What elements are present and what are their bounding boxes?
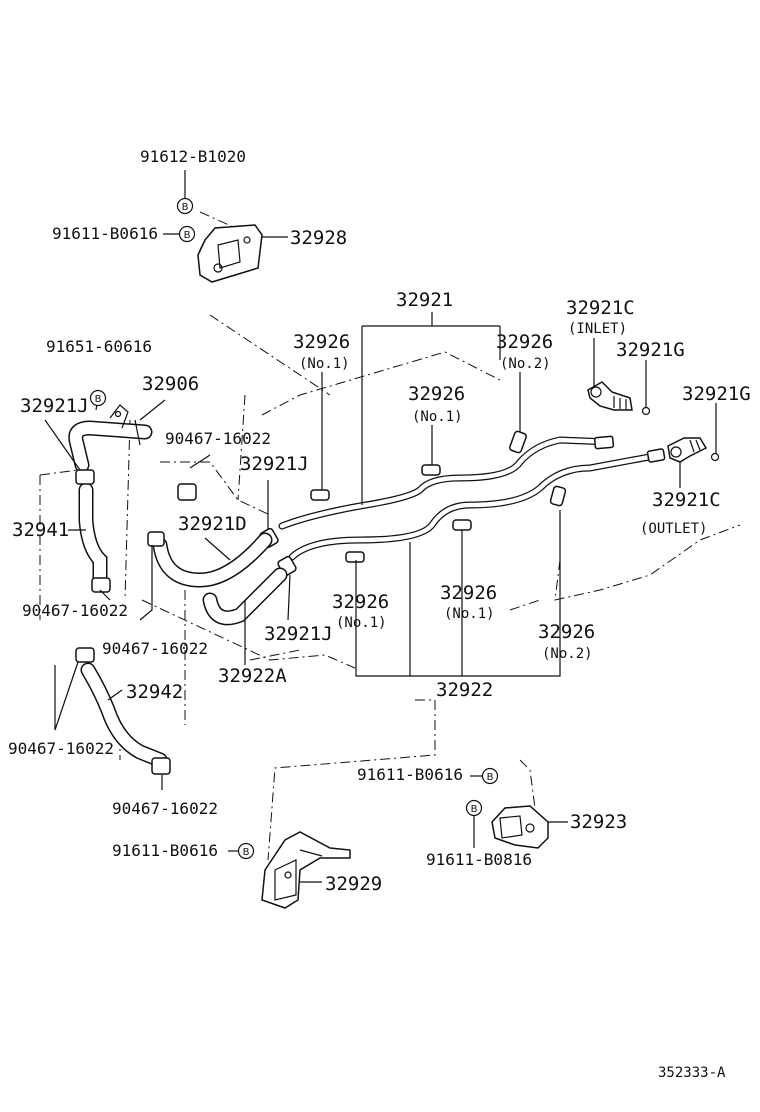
label-90467-e: 90467-16022 [112,799,218,818]
hose-32942 [80,662,168,768]
bracket-32929 [261,831,351,909]
label-no1-c: (No.1) [336,615,387,631]
guide-lines [39,211,741,861]
hose-32921d [152,532,273,588]
label-no1-a: (No.1) [299,356,350,372]
label-32941: 32941 [12,519,69,541]
label-91611-b0816: 91611-B0816 [426,850,532,869]
drawing-number: 352333-A [658,1065,726,1081]
label-32929: 32929 [325,873,382,895]
label-32942: 32942 [126,681,183,703]
svg-text:B: B [471,804,478,815]
label-32928: 32928 [290,227,347,249]
svg-text:B: B [95,394,102,405]
label-32921g-a: 32921G [616,339,685,361]
label-no1-d: (No.1) [444,606,495,622]
label-inlet: (INLET) [568,321,627,337]
label-90467-a: 90467-16022 [165,429,271,448]
label-90467-d: 90467-16022 [8,739,114,758]
bolt-bubble-icon: B [237,842,255,860]
protectors-32926 [310,430,567,563]
label-32926-f: 32926 [538,621,595,643]
hose-clamps-90467 [75,469,197,775]
label-32921j-b: 32921J [240,453,309,475]
label-32921c-outlet: 32921C [652,489,721,511]
label-no2-b: (No.2) [542,646,593,662]
label-32921g-b: 32921G [682,383,751,405]
label-32922: 32922 [436,679,493,701]
label-no2-a: (No.2) [500,356,551,372]
label-32926-e: 32926 [440,582,497,604]
elbow-inlet-32921c [587,381,651,416]
label-32923: 32923 [570,811,627,833]
label-91611-b0616-top: 91611-B0616 [52,224,158,243]
label-32921j-c: 32921J [264,623,333,645]
label-91611-b0616-mid: 91611-B0616 [357,765,463,784]
bolt-bubble-icon: B [481,767,499,785]
elbow-outlet-32921c [667,437,720,463]
label-91612-b1020: 91612-B1020 [140,147,246,166]
pipe-32921 [278,436,614,530]
label-32921j-a: 32921J [20,395,89,417]
label-91651-60616: 91651-60616 [46,337,152,356]
svg-text:B: B [487,772,494,783]
svg-text:B: B [184,230,191,241]
svg-text:B: B [243,847,250,858]
label-90467-c: 90467-16022 [102,639,208,658]
bracket-32928 [197,224,263,283]
pipe-fittings [594,435,666,463]
bolt-bubbles: B B B B B B [89,197,499,860]
label-outlet: (OUTLET) [640,521,707,537]
label-32921c-inlet: 32921C [566,297,635,319]
hose-32906 [68,404,153,473]
label-32921: 32921 [396,289,453,311]
label-no1-b: (No.1) [412,409,463,425]
label-32926-a: 32926 [293,331,350,353]
label-32926-b: 32926 [496,331,553,353]
hose-32922a [202,567,288,626]
label-32926-c: 32926 [408,383,465,405]
bracket-32923 [491,805,549,849]
label-90467-b: 90467-16022 [22,601,128,620]
pipe-32922 [288,451,664,561]
bolt-bubble-icon: B [176,197,194,215]
label-32922a: 32922A [218,665,287,687]
label-32921d: 32921D [178,513,247,535]
bolt-bubble-icon: B [89,389,107,407]
label-91611-b0616-bot: 91611-B0616 [112,841,218,860]
part-labels: 91612-B1020 91611-B0616 32928 32921 3292… [8,147,751,1081]
svg-text:B: B [182,202,189,213]
label-32906: 32906 [142,373,199,395]
hose-32941 [78,482,108,588]
label-32926-d: 32926 [332,591,389,613]
bolt-bubble-icon: B [465,799,483,817]
leader-lines [44,170,717,883]
bolt-bubble-icon: B [178,225,196,243]
